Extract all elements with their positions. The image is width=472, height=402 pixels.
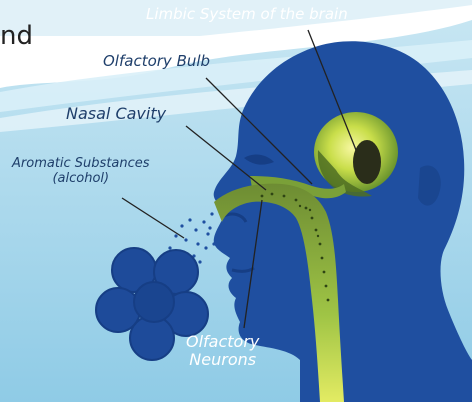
label-nasal-cavity: Nasal Cavity (66, 105, 166, 123)
label-olfactory-bulb: Olfactory Bulb (103, 53, 210, 70)
brain-dark-core (353, 140, 381, 184)
label-neurons-line1: Olfactory (186, 333, 259, 351)
label-olfactory-neurons: Olfactory Neurons (186, 333, 259, 370)
label-aromatic-substances: Aromatic Substances (alcohol) (12, 157, 150, 187)
label-aromatic-line2: (alcohol) (12, 172, 150, 187)
flower-petal-left (96, 288, 140, 332)
label-neurons-line2: Neurons (186, 351, 259, 369)
label-aromatic-line1: Aromatic Substances (12, 157, 150, 172)
cropped-heading-text: nd (0, 21, 33, 51)
label-limbic-system: Limbic System of the brain (146, 6, 348, 23)
flower-center (134, 282, 174, 322)
